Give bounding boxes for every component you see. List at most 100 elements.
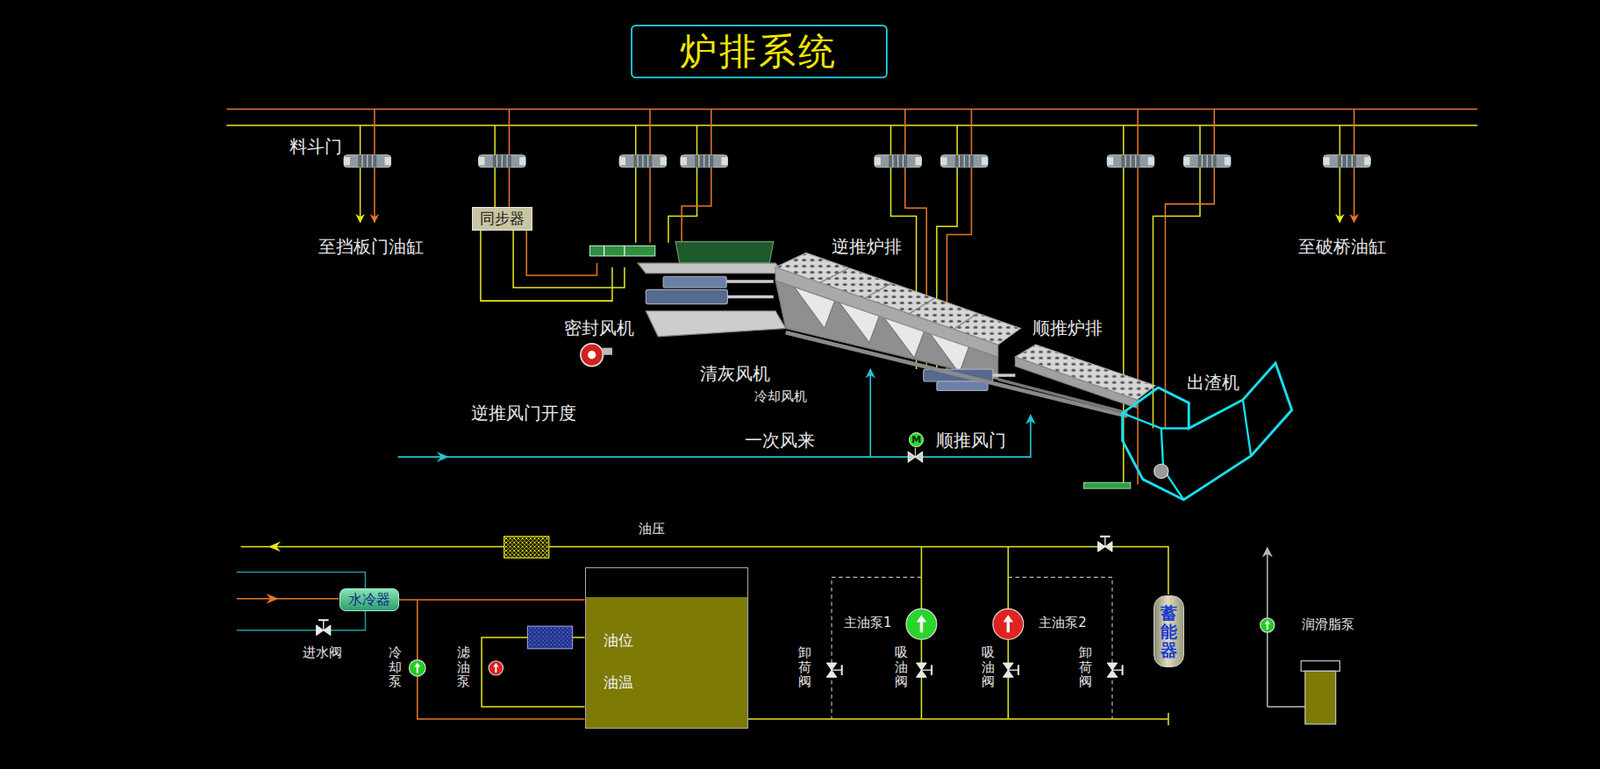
grate-illustration <box>603 245 605 257</box>
valve-outlet-lines <box>360 167 1355 486</box>
hydraulic-station <box>504 536 550 558</box>
vertical-part-label: 卸荷阀 <box>1078 645 1093 690</box>
valve-outlet-lines <box>668 167 698 243</box>
grease-pump-unit <box>1260 548 1341 725</box>
solenoid-valves <box>619 155 667 168</box>
part-label: 冷却风机 <box>754 388 808 405</box>
grate-illustration <box>726 279 774 283</box>
valve-outlet-lines <box>359 167 362 223</box>
hydraulic-station <box>481 637 585 708</box>
solenoid-valves <box>1183 155 1231 168</box>
hydraulic-station <box>916 663 932 678</box>
hydraulic-station <box>266 593 279 605</box>
hydraulic-station <box>236 611 366 631</box>
hydraulic-bus <box>360 125 1341 156</box>
hydraulic-station <box>492 663 499 673</box>
part-label: 清灰风机 <box>700 363 771 385</box>
grate-illustration <box>775 252 1021 345</box>
solenoid-valves <box>1107 155 1155 168</box>
hydraulic-bus <box>374 108 1355 155</box>
seal-fan-symbol <box>601 348 613 356</box>
grate-illustration <box>998 379 1129 414</box>
hydraulic-station <box>1002 663 1018 678</box>
valve-outlet-lines <box>493 167 496 209</box>
grate-illustration <box>936 381 988 391</box>
grate-illustration <box>727 295 773 299</box>
grate-illustration <box>663 276 727 288</box>
motor-symbol: M <box>908 432 924 448</box>
solenoid-valves <box>478 155 527 168</box>
hydraulic-station <box>316 620 331 636</box>
solenoid-valves <box>1323 155 1372 168</box>
hydraulic-station <box>572 636 586 639</box>
valve-outlet-lines <box>508 167 511 209</box>
valve-outlet-lines <box>513 229 625 288</box>
hydraulic-bus <box>226 108 1478 111</box>
grate-illustration <box>992 373 1016 377</box>
grate-illustration <box>589 242 1155 417</box>
hydraulic-station <box>268 542 281 553</box>
node-text: M <box>911 435 922 445</box>
node-text: 蓄能器 <box>1160 604 1178 660</box>
grate-illustration <box>775 267 999 358</box>
primary-air-line <box>869 369 872 458</box>
valve-outlet-lines <box>635 167 637 243</box>
grate-illustration <box>645 311 786 337</box>
part-label: 出渣机 <box>1186 371 1240 393</box>
part-label: 一次风来 <box>744 429 815 451</box>
grate-illustration <box>820 268 979 330</box>
hydraulic-station <box>1007 577 1113 720</box>
hydraulic-station <box>414 663 421 674</box>
grate-illustration <box>623 245 625 257</box>
part-label: 润滑脂泵 <box>1301 616 1355 633</box>
hydraulic-station <box>527 626 572 650</box>
part-label: 至破桥油缸 <box>1298 235 1386 258</box>
grate-illustration <box>645 289 728 304</box>
vertical-part-label: 滤油泵 <box>457 645 471 690</box>
hydraulic-station <box>1002 614 1014 633</box>
solenoid-valves <box>874 155 922 168</box>
node-text: 油位 <box>603 631 748 650</box>
hydraulic-station <box>826 663 842 678</box>
grease-pump-unit <box>1300 661 1340 672</box>
grate-illustration <box>589 245 655 257</box>
slag-extractor <box>1083 363 1292 500</box>
part-label: 主油泵2 <box>1038 614 1087 631</box>
valve-outlet-lines <box>1353 167 1356 223</box>
vertical-part-label: 卸荷阀 <box>798 645 812 690</box>
part-label: 顺推风门 <box>935 429 1007 451</box>
grease-pump-unit <box>1260 618 1275 633</box>
accumulator-capsule: 蓄能器 <box>1153 595 1185 669</box>
node-text: 同步器 <box>479 209 525 228</box>
node-text: 水冷器 <box>348 591 391 608</box>
pipe-connector <box>399 599 586 601</box>
hydraulic-station <box>236 572 366 590</box>
diagram-title: 炉排系统 <box>679 29 838 74</box>
water-cooler-box: 水冷器 <box>339 588 400 611</box>
primary-air-line <box>914 448 916 458</box>
valve-outlet-lines <box>649 167 651 243</box>
vertical-part-label: 吸油阀 <box>894 645 908 690</box>
grease-pump-unit <box>1305 671 1336 724</box>
valve-outlet-lines <box>480 229 613 301</box>
part-label: 油压 <box>638 521 665 537</box>
grease-pump-unit <box>1267 706 1306 708</box>
seal-fan-symbol <box>580 343 604 367</box>
seal-fan-symbol <box>580 343 613 367</box>
hydraulic-bus <box>226 108 1478 155</box>
primary-air-line <box>436 451 450 463</box>
grease-pump-unit <box>1264 620 1271 630</box>
part-label: 逆推炉排 <box>831 235 902 258</box>
part-label: 料斗门 <box>289 135 343 158</box>
grate-illustration <box>637 263 784 274</box>
hydraulic-station <box>831 577 922 720</box>
part-label: 进水阀 <box>302 644 343 661</box>
slag-extractor <box>1083 482 1131 489</box>
vertical-part-label: 吸油阀 <box>981 645 995 690</box>
vertical-part-label: 冷却泵 <box>388 645 402 690</box>
hydraulic-station <box>906 608 937 640</box>
valve-outlet-lines <box>681 167 712 243</box>
hydraulic-station <box>1098 536 1113 552</box>
hydraulic-bus <box>226 124 1478 127</box>
